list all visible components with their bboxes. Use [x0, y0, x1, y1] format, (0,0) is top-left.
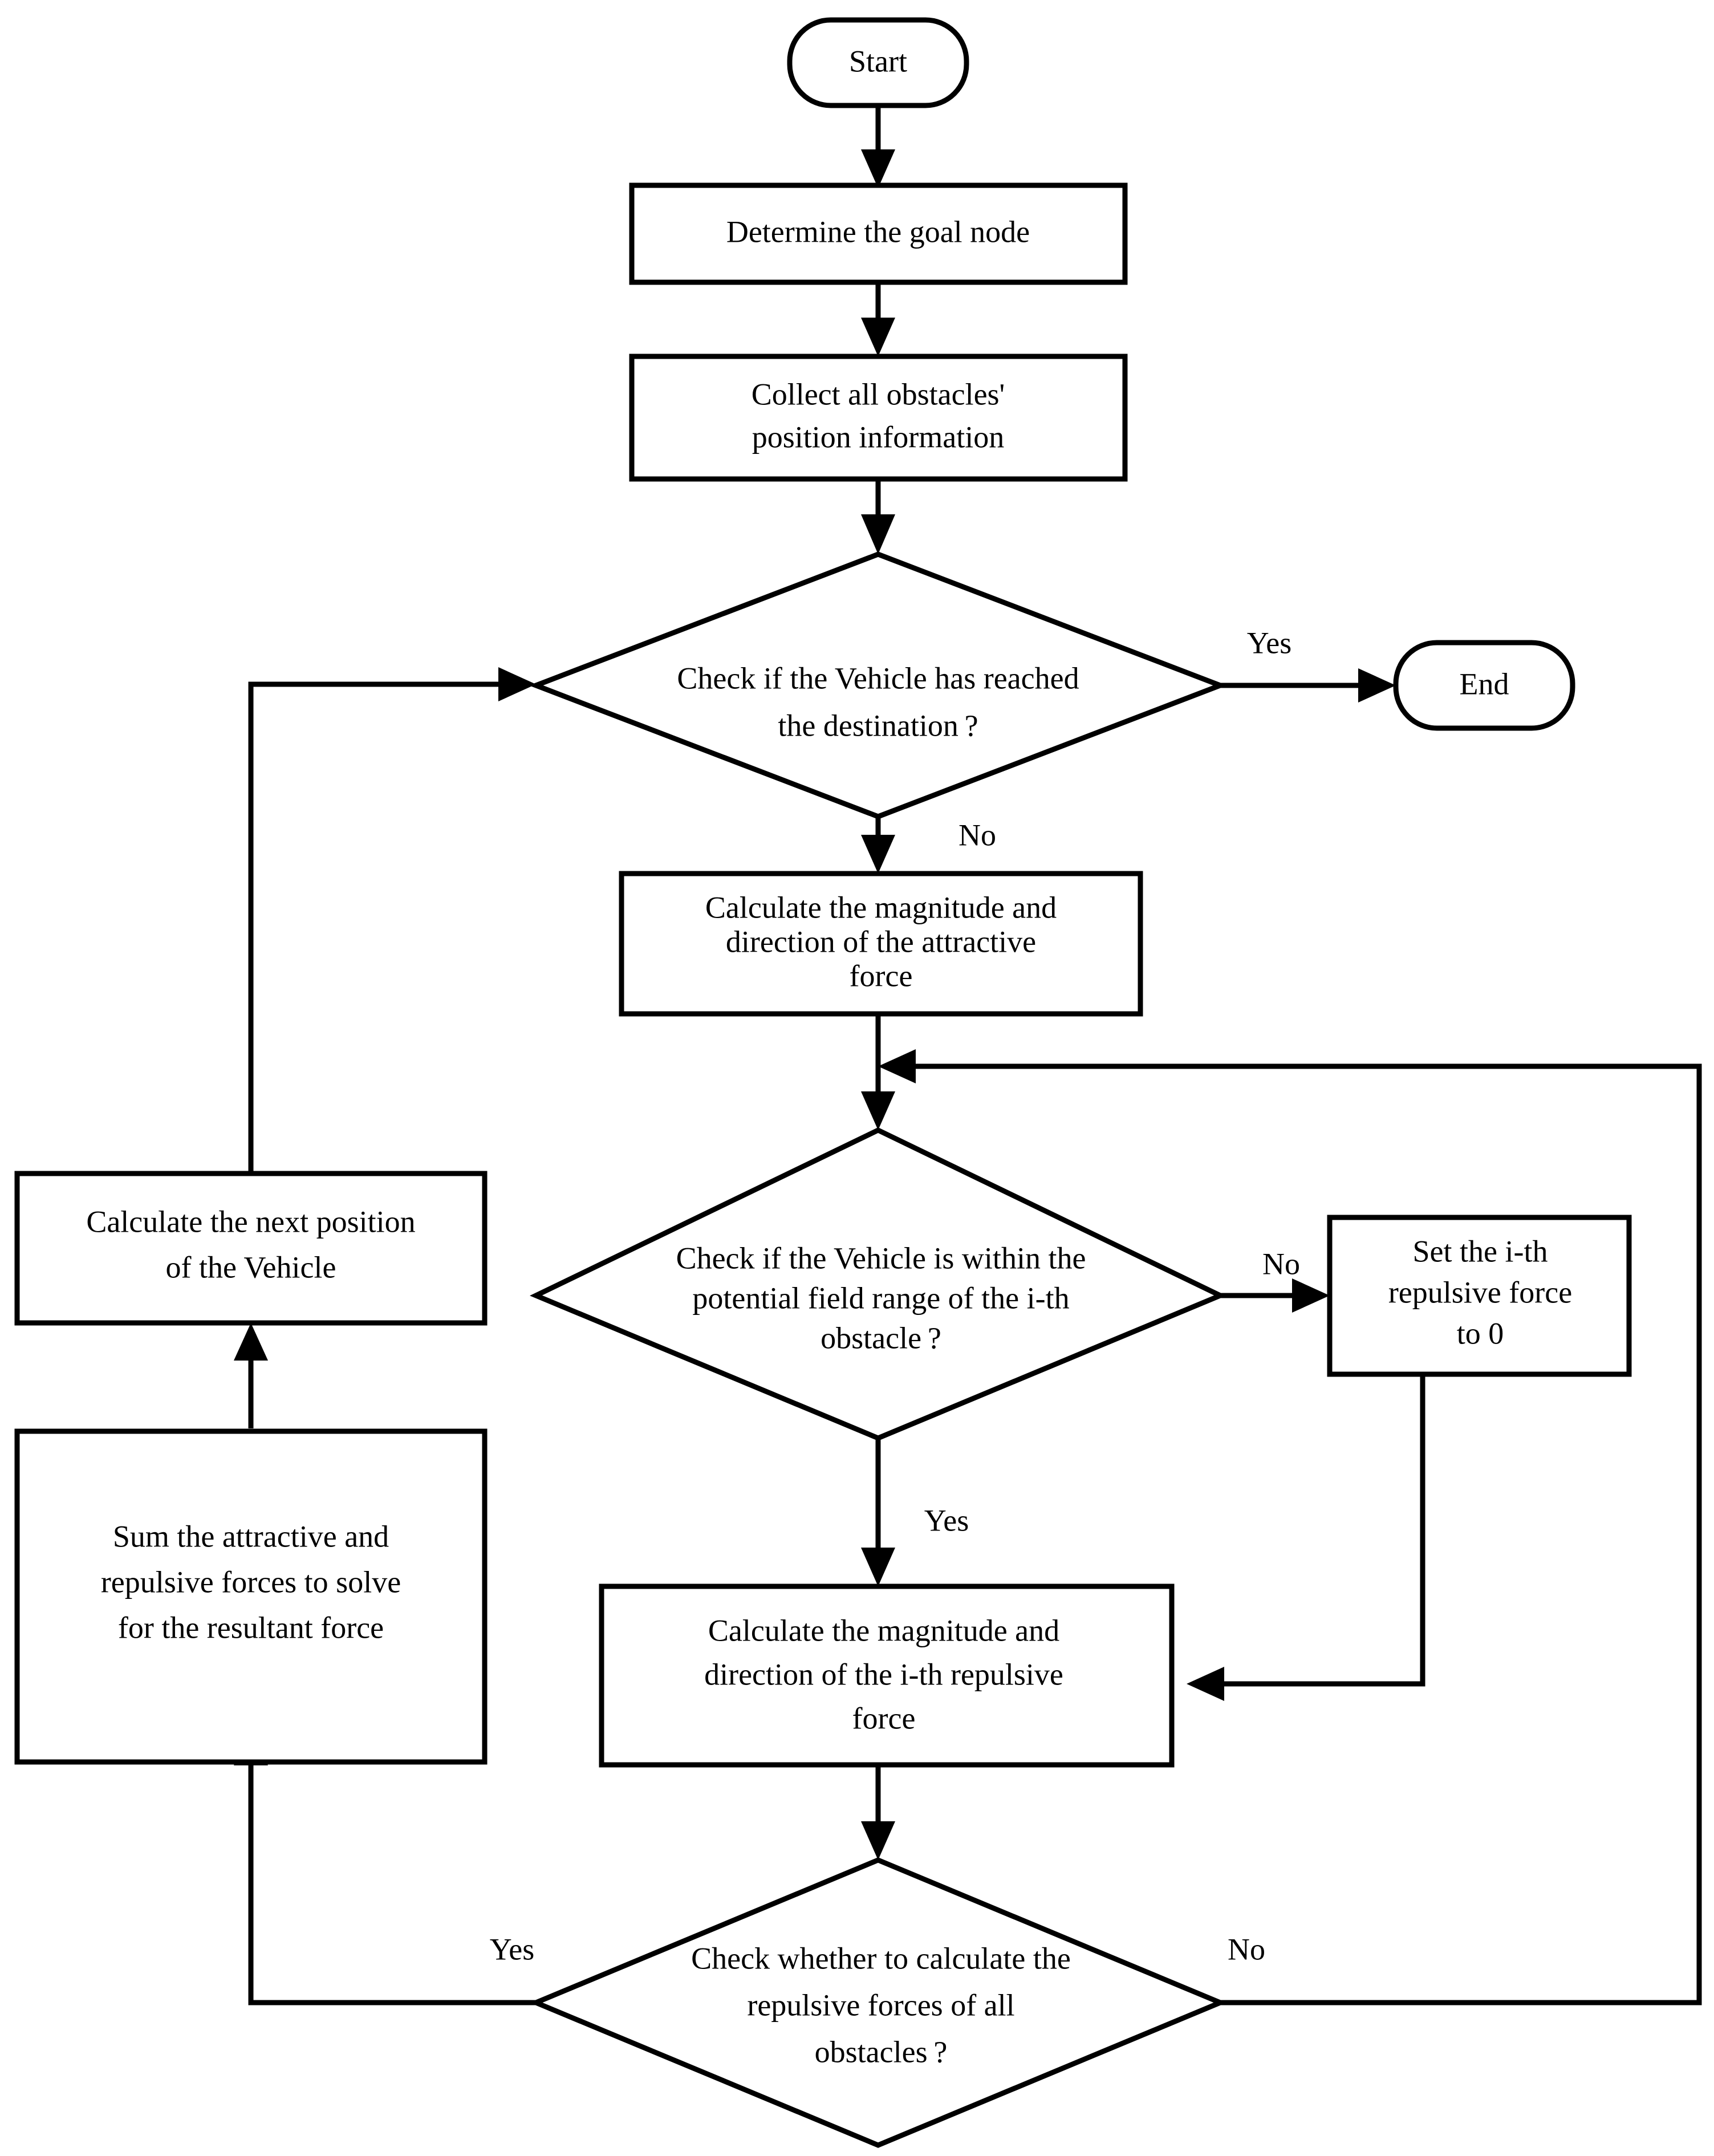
- node-next-position[interactable]: Calculate the next position of the Vehic…: [14, 1171, 488, 1326]
- next-position-label-line2: of the Vehicle: [166, 1250, 336, 1284]
- node-check-potential-field[interactable]: Check if the Vehicle is within the poten…: [530, 1127, 1226, 1441]
- node-sum-forces[interactable]: Sum the attractive and repulsive forces …: [14, 1428, 488, 1765]
- next-position-process-shape: [14, 1171, 488, 1326]
- sum-forces-label-line3: for the resultant force: [118, 1610, 384, 1645]
- check-destination-decision-shape: [529, 551, 1228, 819]
- attractive-label-line1: Calculate the magnitude and: [705, 890, 1057, 924]
- node-repulsive-force[interactable]: Calculate the magnitude and direction of…: [599, 1583, 1175, 1768]
- connector-checkdest-yes-to-end: [1220, 668, 1396, 703]
- repulsive-label-line1: Calculate the magnitude and: [708, 1613, 1059, 1647]
- connector-checkfield-yes-to-repulsive: [861, 1438, 895, 1586]
- node-check-destination[interactable]: Check if the Vehicle has reached the des…: [529, 551, 1228, 819]
- connector-checkdest-no-to-attractive: [861, 817, 895, 874]
- check-field-label-line1: Check if the Vehicle is within the: [676, 1241, 1086, 1275]
- check-destination-label-line1: Check if the Vehicle has reached: [677, 661, 1079, 695]
- start-terminator-shape: [787, 17, 969, 108]
- next-position-label-line1: Calculate the next position: [86, 1204, 415, 1239]
- goal-label: Determine the goal node: [726, 214, 1030, 249]
- edge-label-destination-no: No: [958, 818, 996, 852]
- set-zero-label-line3: to 0: [1457, 1316, 1504, 1350]
- edge-label-field-yes: Yes: [924, 1503, 969, 1537]
- check-field-label-line3: obstacle ?: [821, 1321, 941, 1355]
- end-label: End: [1460, 667, 1509, 701]
- edge-label-all-yes: Yes: [490, 1932, 535, 1966]
- collect-label-line1: Collect all obstacles': [752, 377, 1005, 411]
- repulsive-process-shape: [599, 1583, 1175, 1768]
- check-destination-label-line2: the destination ?: [778, 708, 978, 742]
- node-end[interactable]: End: [1393, 640, 1575, 731]
- node-start[interactable]: Start: [787, 17, 969, 108]
- connector-setzero-to-repulsive: [1187, 1374, 1425, 1701]
- repulsive-label-line3: force: [852, 1701, 916, 1735]
- connector-start-to-goal: [861, 106, 895, 188]
- node-determine-goal[interactable]: Determine the goal node: [629, 182, 1128, 285]
- set-zero-process-shape: [1327, 1215, 1632, 1377]
- collect-process-shape: [629, 354, 1128, 482]
- sum-forces-label-line2: repulsive forces to solve: [101, 1565, 401, 1599]
- connector-checkfield-no-to-setzero: [1220, 1278, 1330, 1313]
- check-all-label-line2: repulsive forces of all: [747, 1988, 1014, 2022]
- check-potential-field-decision-shape: [530, 1127, 1226, 1441]
- set-zero-label-line1: Set the i-th: [1413, 1234, 1548, 1268]
- connector-sum-to-nextpos: [234, 1323, 268, 1428]
- attractive-process-shape: [619, 871, 1143, 1017]
- start-label: Start: [849, 44, 907, 78]
- set-zero-label-line2: repulsive force: [1388, 1275, 1572, 1309]
- sum-forces-process-shape: [14, 1428, 488, 1765]
- check-field-label-line2: potential field range of the i-th: [692, 1281, 1069, 1315]
- connector-goal-to-collect: [861, 282, 895, 356]
- connector-nextpos-to-checkdest-loop: [248, 667, 536, 1175]
- connector-collect-to-checkdest: [861, 479, 895, 554]
- connector-repulsive-to-checkall: [861, 1765, 895, 1860]
- goal-process-shape: [629, 182, 1128, 285]
- collect-label-line2: position information: [752, 420, 1004, 454]
- end-terminator-shape: [1393, 640, 1575, 731]
- node-attractive-force[interactable]: Calculate the magnitude and direction of…: [619, 871, 1143, 1017]
- node-check-all-obstacles[interactable]: Check whether to calculate the repulsive…: [529, 1857, 1227, 2148]
- connector-checkall-no-loop: [878, 1049, 1702, 2005]
- check-all-label-line3: obstacles ?: [815, 2035, 948, 2069]
- sum-forces-label-line1: Sum the attractive and: [113, 1519, 389, 1553]
- edge-label-all-no: No: [1228, 1932, 1265, 1966]
- repulsive-label-line2: direction of the i-th repulsive: [704, 1657, 1063, 1691]
- check-all-decision-shape: [529, 1857, 1227, 2148]
- node-collect-obstacles[interactable]: Collect all obstacles' position informat…: [629, 354, 1128, 482]
- attractive-label-line3: force: [850, 959, 913, 993]
- check-all-label-line1: Check whether to calculate the: [691, 1941, 1071, 1975]
- connector-attractive-to-checkfield: [861, 1014, 895, 1130]
- edge-label-field-no: No: [1262, 1246, 1300, 1281]
- attractive-label-line2: direction of the attractive: [726, 924, 1036, 959]
- edge-label-destination-yes: Yes: [1247, 626, 1292, 660]
- node-set-repulsive-zero[interactable]: Set the i-th repulsive force to 0: [1327, 1215, 1632, 1377]
